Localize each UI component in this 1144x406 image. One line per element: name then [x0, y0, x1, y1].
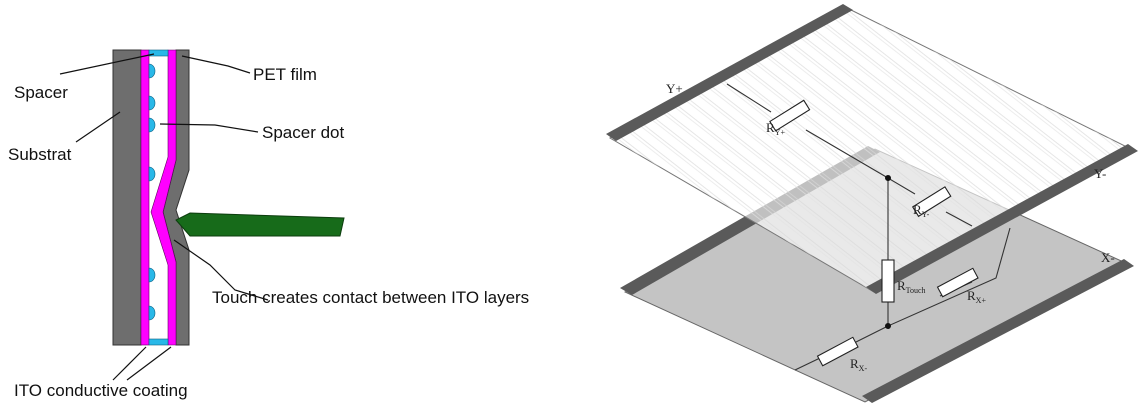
label-ito-coating: ITO conductive coating: [14, 381, 188, 400]
leader-touch: [173, 239, 269, 301]
spacer-dot: [148, 95, 156, 111]
label-r-y-minus: RY-: [913, 202, 930, 219]
label-y-plus: Y+: [666, 81, 683, 96]
label-r-y-plus: RY+: [766, 120, 785, 137]
spacer-dot: [148, 117, 156, 133]
label-substrat: Substrat: [8, 145, 72, 164]
leader-spacer: [59, 53, 155, 75]
label-touch-contact: Touch creates contact between ITO layers: [212, 288, 529, 307]
cross-section-diagram: Spacer PET film Substrat Spacer dot Touc…: [8, 49, 529, 400]
electrode-y-minus: [866, 144, 1138, 294]
substrate-layer: [112, 49, 142, 346]
resistor-r-y-minus: [911, 186, 952, 218]
spacer-bottom: [148, 338, 169, 346]
wire-x-mid: [851, 325, 889, 345]
junction-top: [885, 175, 891, 181]
label-pet-film: PET film: [253, 65, 317, 84]
spacer-dot: [148, 63, 156, 79]
wire-y-plus: [726, 83, 772, 113]
wire-y-minus: [945, 211, 973, 227]
wire-x-left: [794, 357, 821, 371]
label-y-minus: Y-: [1094, 166, 1106, 181]
spacer-dot: [148, 166, 156, 182]
label-x-minus-right: X-: [1101, 250, 1115, 265]
label-r-x-plus: RX+: [967, 288, 986, 305]
wire-x-right: [887, 227, 1011, 327]
leader-pet-film: [181, 55, 251, 74]
electrode-x-minus: [862, 259, 1134, 403]
label-r-touch: RTouch: [897, 278, 926, 295]
leader-substrat: [75, 111, 121, 143]
leader-ito-b: [126, 346, 172, 381]
resistor-r-touch: [881, 259, 895, 303]
spacer-top: [148, 49, 169, 57]
electrode-y-plus: [606, 4, 853, 141]
leader-ito-a: [112, 346, 147, 381]
resistor-r-x-minus: [816, 336, 859, 367]
resistor-r-y-plus: [769, 99, 811, 132]
resistor-r-x-plus: [936, 267, 979, 298]
junction-bottom: [885, 323, 891, 329]
spacer-dot: [148, 305, 156, 321]
spacer-dot: [148, 267, 156, 283]
leader-spacer-dot: [159, 123, 259, 133]
resistive-layers-diagram: Y+ Y- X- RY+ RY- RTouch RX+ RX-: [606, 4, 1138, 403]
touch-stylus: [175, 212, 345, 237]
spacer-dots: [148, 63, 156, 321]
label-spacer-dot: Spacer dot: [262, 123, 344, 142]
ito-layer-bottom: [140, 49, 150, 346]
label-spacer: Spacer: [14, 83, 68, 102]
label-r-x-minus: RX-: [850, 356, 867, 373]
